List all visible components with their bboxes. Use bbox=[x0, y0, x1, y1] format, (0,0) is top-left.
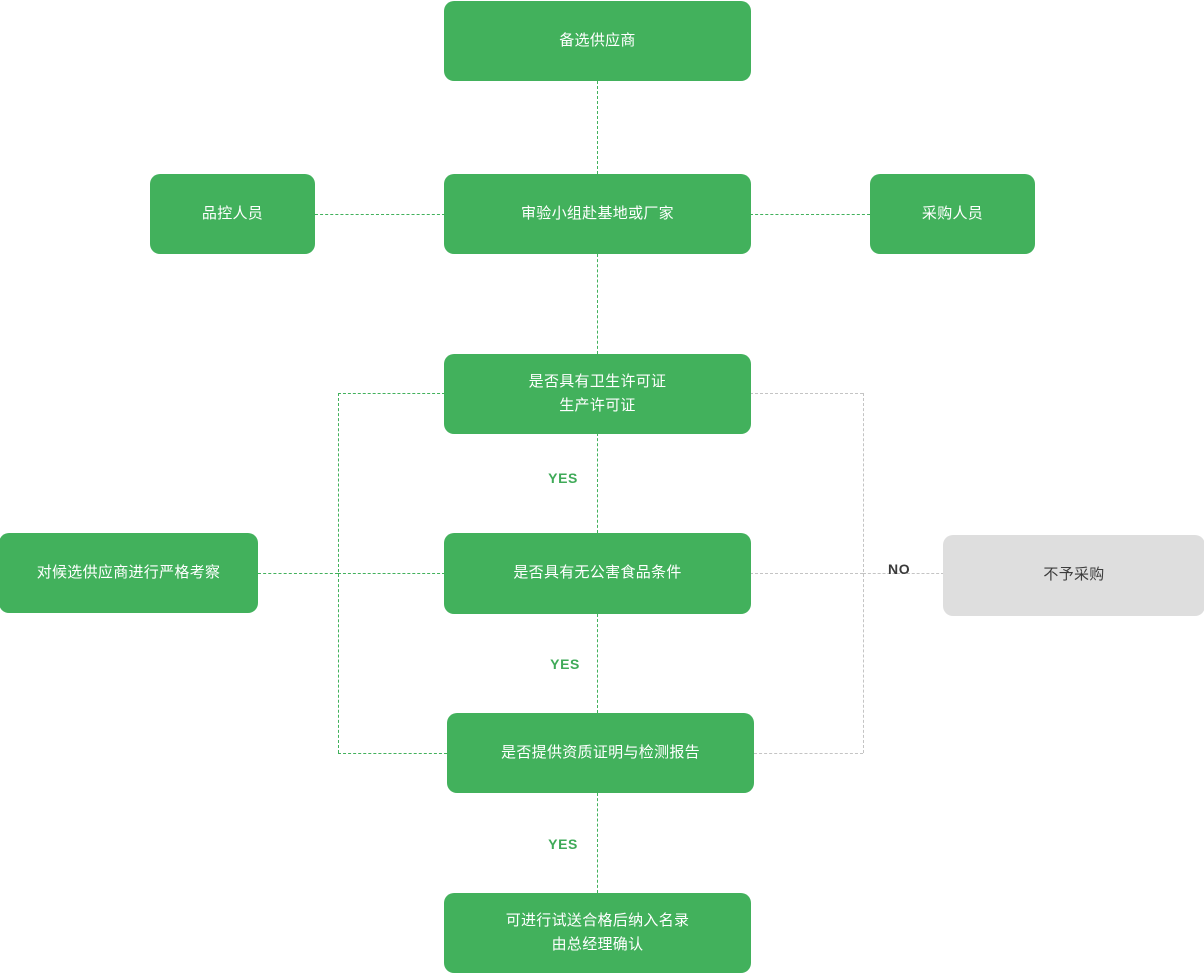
node-label: 是否提供资质证明与检测报告 bbox=[501, 743, 700, 761]
node-label-line-1: 可进行试送合格后纳入名录 bbox=[505, 911, 690, 929]
node-label: 是否具有无公害食品条件 bbox=[513, 564, 682, 582]
edge-label-yes-2: YES bbox=[550, 656, 580, 672]
node-final-approval[interactable]: 可进行试送合格后纳入名录 由总经理确认 bbox=[444, 893, 751, 973]
connector-license-to-right-bus bbox=[750, 393, 863, 394]
node-label-line-2: 由总经理确认 bbox=[551, 936, 644, 953]
connector-audit-to-purchasing bbox=[750, 214, 870, 215]
edge-label-yes-3: YES bbox=[548, 836, 578, 852]
connector-left-bus-to-license bbox=[338, 393, 445, 394]
connector-candidate-to-audit bbox=[597, 81, 598, 174]
node-strict-inspection[interactable]: 对候选供应商进行严格考察 bbox=[0, 533, 258, 613]
node-label: 可进行试送合格后纳入名录 由总经理确认 bbox=[444, 909, 751, 958]
connector-audit-to-license bbox=[597, 254, 598, 354]
node-label: 审验小组赴基地或厂家 bbox=[520, 204, 674, 222]
node-label: 不予采购 bbox=[1043, 566, 1105, 584]
connector-pollution-free-to-right-bus bbox=[750, 573, 863, 574]
connector-certificates-to-final bbox=[597, 793, 598, 893]
node-check-certificates[interactable]: 是否提供资质证明与检测报告 bbox=[447, 713, 754, 793]
node-label: 采购人员 bbox=[921, 204, 984, 222]
connector-right-bus-to-reject bbox=[863, 573, 944, 574]
connector-left-bus-to-pollution-free bbox=[338, 573, 445, 574]
node-reject-purchase[interactable]: 不予采购 bbox=[943, 535, 1204, 616]
node-audit-team-visit[interactable]: 审验小组赴基地或厂家 bbox=[444, 174, 751, 254]
node-label: 备选供应商 bbox=[559, 31, 636, 49]
node-check-license[interactable]: 是否具有卫生许可证 生产许可证 bbox=[444, 354, 751, 434]
connector-pollution-free-to-certificates bbox=[597, 614, 598, 713]
node-qc-staff[interactable]: 品控人员 bbox=[150, 174, 315, 254]
node-candidate-supplier[interactable]: 备选供应商 bbox=[444, 1, 751, 81]
connector-inspection-to-left-bus bbox=[258, 573, 338, 574]
connector-certificates-to-right-bus bbox=[754, 753, 863, 754]
node-purchasing-staff[interactable]: 采购人员 bbox=[870, 174, 1035, 254]
node-label: 是否具有卫生许可证 生产许可证 bbox=[444, 370, 751, 419]
connector-left-bus-to-certificates bbox=[338, 753, 447, 754]
node-label: 对候选供应商进行严格考察 bbox=[36, 563, 221, 581]
node-check-pollution-free[interactable]: 是否具有无公害食品条件 bbox=[444, 533, 751, 614]
edge-label-no: NO bbox=[888, 561, 911, 577]
edge-label-yes-1: YES bbox=[548, 470, 578, 486]
node-label-line-2: 生产许可证 bbox=[559, 397, 636, 414]
node-label-line-1: 是否具有卫生许可证 bbox=[528, 372, 667, 390]
connector-qc-to-audit bbox=[315, 214, 445, 215]
node-label: 品控人员 bbox=[201, 204, 264, 222]
connector-license-to-pollution-free bbox=[597, 433, 598, 533]
